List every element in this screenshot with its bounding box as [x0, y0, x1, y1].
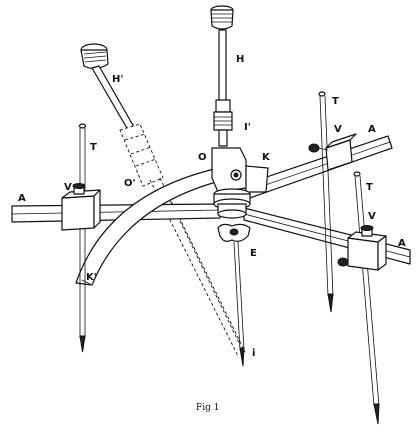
label-h-prime: H' [112, 74, 123, 85]
label-o-prime: O' [124, 178, 136, 189]
label-k: K [262, 152, 271, 163]
label-i: i [252, 348, 255, 359]
top-right-stylus-tip [327, 293, 334, 313]
label-a-right: A [398, 238, 406, 249]
label-k-prime: K' [86, 272, 97, 283]
central-tip-i [239, 347, 245, 367]
right-clamp-block [347, 237, 379, 271]
central-lower-rod-b [237, 241, 245, 351]
central-probe [210, 5, 234, 147]
right-stylus-rod-a [354, 175, 375, 407]
central-lower-rod-a [233, 241, 241, 351]
right-stylus-tip [373, 403, 380, 425]
label-v-top-right: V [334, 124, 342, 135]
label-t-right: T [366, 182, 373, 193]
label-h: H [236, 54, 244, 65]
top-right-screw-v [308, 143, 320, 153]
label-v-right: V [368, 211, 376, 222]
arc-band [75, 165, 233, 286]
label-a-top-right: A [368, 124, 376, 135]
label-i-prime: I' [244, 122, 251, 133]
curved-arc-k-prime [75, 165, 233, 286]
label-t-top-right: T [332, 96, 339, 107]
central-hub [211, 147, 269, 367]
right-stylus-assembly [337, 171, 387, 425]
hub-upper-body [211, 147, 247, 193]
top-right-stylus-assembly [308, 91, 357, 313]
ghost-sleeve [119, 123, 164, 187]
left-stylus-assembly [61, 123, 101, 353]
figure-caption: Fig 1 [196, 403, 219, 413]
central-shaft-h [218, 29, 227, 103]
central-knob [210, 9, 234, 30]
top-right-stylus-rod-a [319, 95, 329, 297]
hub-bracket-k [245, 165, 269, 193]
left-stylus-tip [79, 335, 86, 353]
right-stylus-rod-b [359, 175, 380, 407]
ghost-rod-mid [167, 195, 241, 346]
right-side-knob [337, 257, 349, 267]
label-t-left: T [90, 142, 97, 153]
tilted-ghost-probe [80, 43, 246, 357]
top-right-stylus-rod-b [324, 95, 334, 297]
label-a-left: A [18, 193, 26, 204]
label-e: E [250, 248, 257, 259]
label-o: O [198, 152, 207, 163]
collar-i-prime [215, 99, 231, 113]
left-clamp-block [61, 195, 95, 231]
label-v-left: V [64, 182, 72, 193]
ghost-lower-rod-b [159, 177, 246, 353]
labels: H H' I' T T T V V V A A A O O' K K' E i [18, 54, 406, 359]
